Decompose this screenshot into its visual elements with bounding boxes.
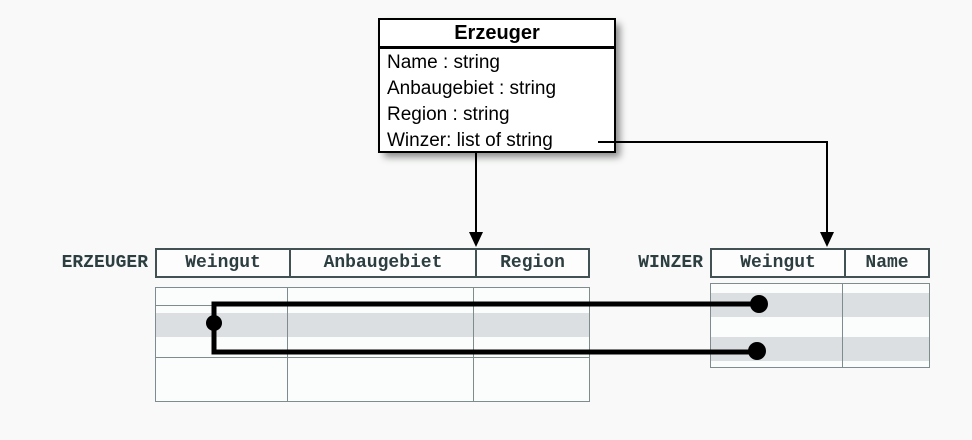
winzer-column-divider	[842, 284, 843, 367]
class-attribute-anbaugebiet: Anbaugebiet : string	[387, 78, 557, 99]
winzer-table-body	[710, 283, 930, 368]
winzer-col-name: Name	[844, 250, 928, 276]
erzeuger-row-divider	[156, 357, 589, 358]
winzer-attr-to-winzer-arrow-line	[598, 141, 828, 234]
winzer-table-label: WINZER	[638, 253, 703, 273]
uml-class-box-erzeuger: Erzeuger Name : string Anbaugebiet : str…	[378, 18, 616, 153]
class-attribute-name: Name : string	[387, 52, 500, 73]
erzeuger-table-body	[155, 287, 590, 402]
class-attribute-list: Name : string Anbaugebiet : string Regio…	[380, 49, 614, 154]
erzeuger-col-weingut: Weingut	[185, 253, 261, 273]
class-title: Erzeuger	[380, 20, 614, 49]
winzer-highlighted-row-2	[711, 337, 929, 361]
winzer-table-header: Weingut Name	[710, 248, 930, 278]
winzer-highlighted-row-1	[711, 293, 929, 317]
erzeuger-table-header: Weingut Anbaugebiet Region	[155, 248, 590, 278]
arrow-down-icon	[469, 232, 483, 247]
erzeuger-table-label: ERZEUGER	[61, 253, 148, 273]
erzeuger-col-anbaugebiet: Anbaugebiet	[289, 250, 475, 276]
erzeuger-col-region: Region	[475, 250, 588, 276]
erzeuger-row-divider	[156, 305, 589, 306]
class-attribute-region: Region : string	[387, 104, 510, 125]
erzeuger-highlighted-row	[156, 313, 589, 337]
class-attribute-winzer: Winzer: list of string	[387, 130, 553, 151]
winzer-col-weingut: Weingut	[740, 253, 816, 273]
arrow-down-icon	[820, 232, 834, 247]
